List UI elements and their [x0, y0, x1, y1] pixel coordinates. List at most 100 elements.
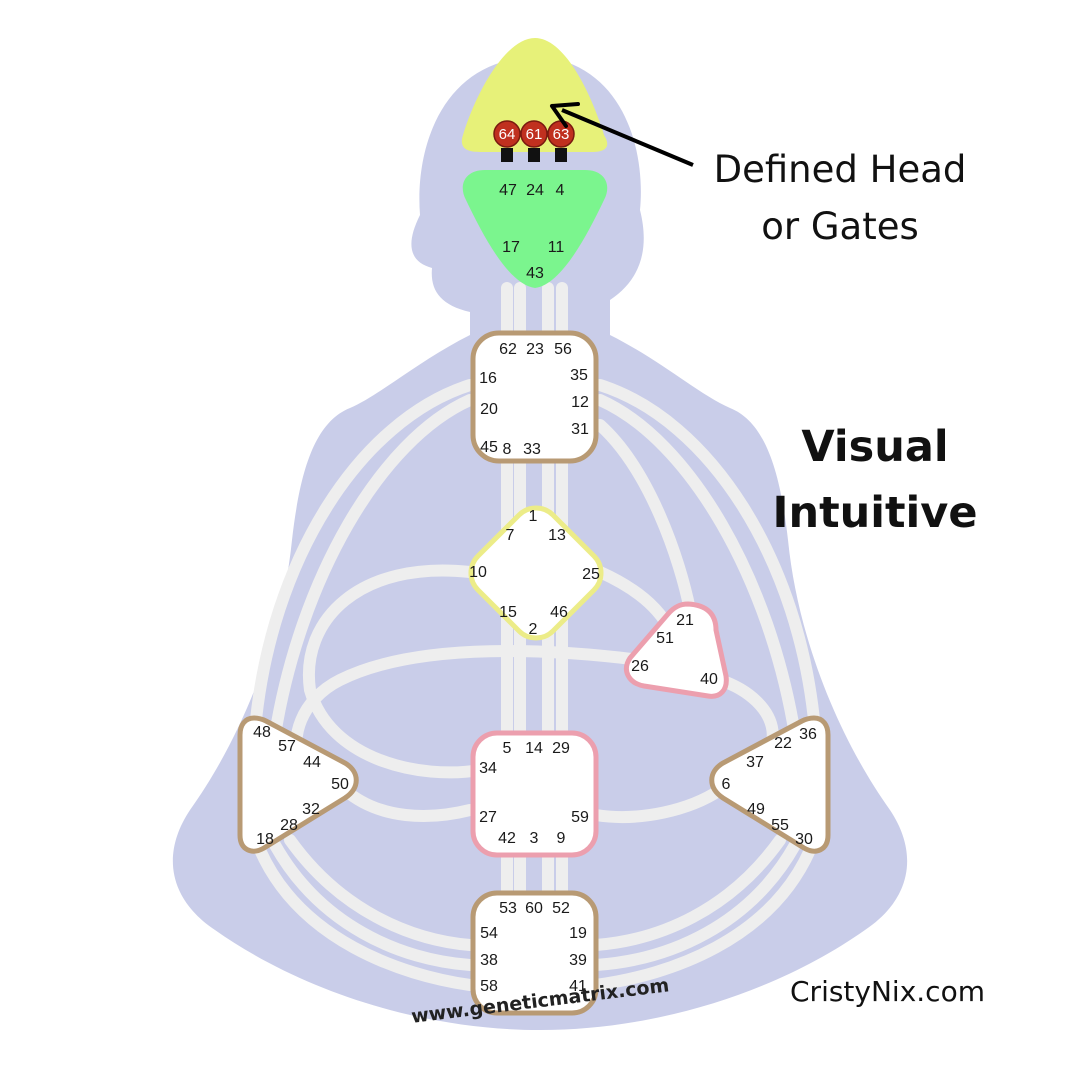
- gate-5-label: 5: [503, 740, 512, 757]
- gate-55-label: 55: [771, 817, 789, 834]
- profile-title-line2: Intuitive: [772, 488, 978, 538]
- arrow-head-icon: [550, 102, 580, 128]
- spleen-center: [237, 715, 359, 854]
- solar-plexus-center: [709, 715, 831, 854]
- gate-24-label: 24: [526, 182, 544, 199]
- channel-line: [590, 834, 786, 951]
- channel-line: [290, 645, 646, 766]
- gate-30-label: 30: [795, 831, 813, 848]
- gate-35-label: 35: [570, 367, 588, 384]
- gate-23-label: 23: [526, 341, 544, 358]
- channel-line: [269, 839, 476, 971]
- gate-17-label: 17: [502, 239, 520, 256]
- gate-31-label: 31: [571, 421, 589, 438]
- gate-64-connector: [501, 148, 513, 162]
- gate-64-label: 64: [499, 126, 516, 143]
- gate-49-label: 49: [747, 801, 765, 818]
- gate-8-label: 8: [503, 441, 512, 458]
- gate-4-label: 4: [556, 182, 565, 199]
- gate-12-label: 12: [571, 394, 589, 411]
- gate-40-label: 40: [700, 671, 718, 688]
- gate-50-label: 50: [331, 776, 349, 793]
- gate-51-label: 51: [656, 630, 674, 647]
- channel-line: [594, 394, 801, 741]
- gate-16-label: 16: [479, 370, 497, 387]
- gate-62-label: 62: [499, 341, 517, 358]
- gate-11-label: 11: [548, 239, 565, 256]
- gate-47-label: 47: [499, 182, 517, 199]
- gate-3-label: 3: [530, 830, 539, 847]
- gate-34-label: 34: [479, 760, 497, 777]
- channel-line: [590, 839, 801, 971]
- gate-1-label: 1: [529, 508, 538, 525]
- heart-center: [624, 601, 729, 699]
- gate-43-label: 43: [526, 265, 544, 282]
- gate-33-label: 33: [523, 441, 541, 458]
- gate-10-label: 10: [469, 564, 487, 581]
- gate-9-label: 9: [557, 830, 566, 847]
- gate-38-label: 38: [480, 952, 498, 969]
- channel-line: [339, 784, 476, 822]
- gate-29-label: 29: [552, 740, 570, 757]
- gate-18-label: 18: [256, 831, 274, 848]
- annotation-text-line2: or Gates: [761, 205, 919, 248]
- profile-title-line1: Visual: [801, 422, 949, 472]
- channel-line: [254, 844, 476, 991]
- gate-64-active-marker: [493, 120, 521, 148]
- channel-line: [249, 379, 476, 736]
- channel-line: [269, 394, 476, 741]
- gate-59-label: 59: [571, 809, 589, 826]
- gate-61-active-marker: [520, 120, 548, 148]
- gate-48-label: 48: [253, 724, 271, 741]
- channel-line: [590, 844, 816, 991]
- gate-56-label: 56: [554, 341, 572, 358]
- channel-line: [284, 834, 476, 951]
- gate-42-label: 42: [498, 830, 516, 847]
- g-center: [468, 505, 604, 641]
- throat-center: [470, 330, 599, 464]
- channel-line: [590, 784, 726, 823]
- gate-13-label: 13: [548, 527, 566, 544]
- gate-57-label: 57: [278, 738, 296, 755]
- ajna-center: [462, 170, 608, 288]
- gate-61-connector: [528, 148, 540, 162]
- gate-58-label: 58: [480, 978, 498, 995]
- channel-line: [594, 419, 696, 616]
- gate-20-label: 20: [480, 401, 498, 418]
- gate-2-label: 2: [529, 621, 538, 638]
- arrow-shaft: [561, 108, 694, 167]
- gate-63-connector: [555, 148, 567, 162]
- gate-21-label: 21: [676, 612, 694, 629]
- gate-26-label: 26: [631, 658, 649, 675]
- gate-53-label: 53: [499, 900, 517, 917]
- gate-46-label: 46: [550, 604, 568, 621]
- gate-19-label: 19: [569, 925, 587, 942]
- gate-60-label: 60: [525, 900, 543, 917]
- gate-39-label: 39: [569, 952, 587, 969]
- gate-52-label: 52: [552, 900, 570, 917]
- root-center: [470, 890, 599, 1016]
- annotation-text-line1: Defined Head: [713, 148, 967, 191]
- gate-7-label: 7: [506, 527, 515, 544]
- gate-45-label: 45: [480, 439, 498, 456]
- sacral-center: [470, 730, 599, 858]
- gate-6-label: 6: [722, 776, 731, 793]
- gate-28-label: 28: [280, 817, 298, 834]
- credit-text: CristyNix.com: [790, 975, 985, 1008]
- gate-15-label: 15: [499, 604, 517, 621]
- gate-36-label: 36: [799, 726, 817, 743]
- gate-22-label: 22: [774, 735, 792, 752]
- gate-27-label: 27: [479, 809, 497, 826]
- gate-25-label: 25: [582, 566, 600, 583]
- gate-54-label: 54: [480, 925, 498, 942]
- channel-line: [302, 564, 486, 779]
- gate-41-label: 41: [569, 978, 587, 995]
- gate-32-label: 32: [302, 801, 320, 818]
- gate-37-label: 37: [746, 754, 764, 771]
- gate-63-label: 63: [553, 126, 570, 143]
- channel-line: [594, 379, 821, 736]
